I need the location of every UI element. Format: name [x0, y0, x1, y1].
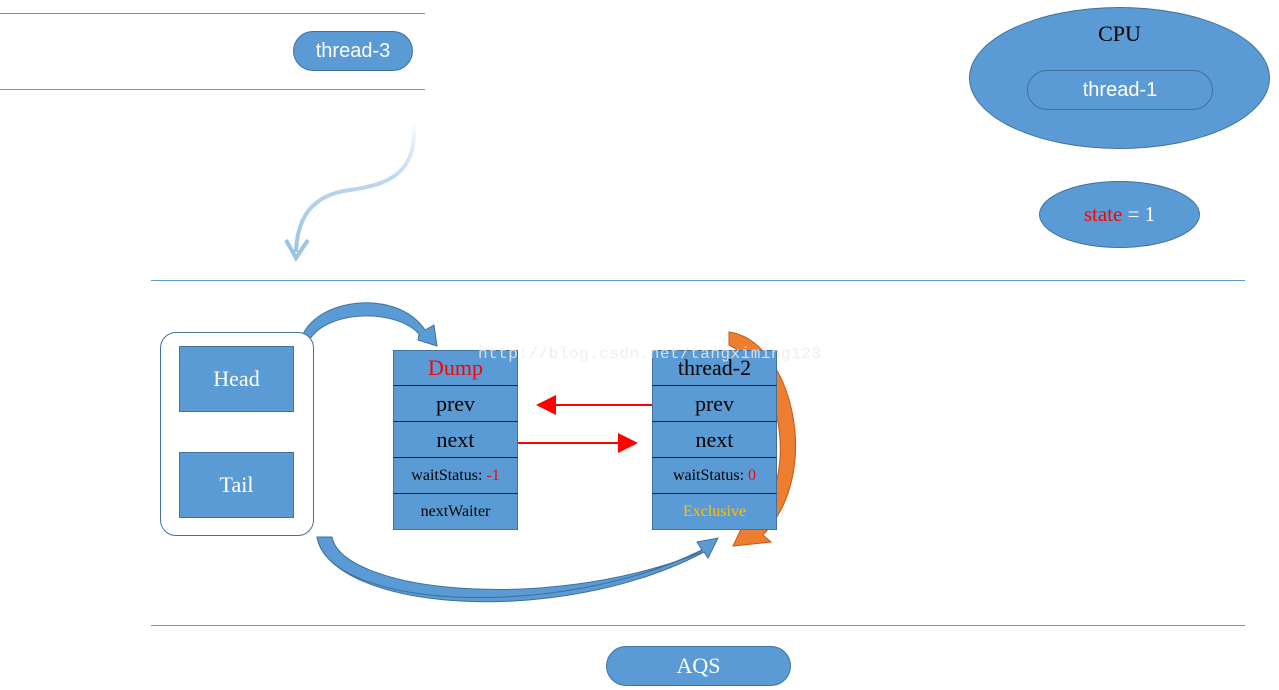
state-ellipse: state = 1 — [1039, 181, 1200, 248]
pool-top-line — [0, 13, 425, 14]
thread-2-next: next — [695, 426, 734, 452]
thread-2-waitstatus-cell: waitStatus: 0 — [652, 458, 777, 494]
queue-top-line — [151, 280, 1245, 281]
thread-3-label: thread-3 — [315, 39, 391, 62]
thread-2-next-cell: next — [652, 422, 777, 458]
tail-pointer-box: Tail — [179, 452, 294, 518]
thread-1-pill: thread-1 — [1027, 70, 1213, 110]
thread-2-waitstatus-value: 0 — [748, 466, 757, 484]
pool-bottom-line — [0, 89, 425, 90]
dump-waitstatus-cell: waitStatus: -1 — [393, 458, 518, 494]
thread-2-node: thread-2 prev next waitStatus: 0 Exclusi… — [652, 350, 777, 530]
thread-2-waitstatus-label: waitStatus: — [672, 466, 749, 484]
state-name: state — [1083, 202, 1123, 226]
thread-2-nextwaiter: Exclusive — [682, 502, 747, 520]
head-pointer-box: Head — [179, 346, 294, 412]
state-value: = 1 — [1122, 202, 1156, 226]
thread-2-prev: prev — [694, 390, 735, 416]
cpu-label: CPU — [1098, 21, 1141, 46]
dump-prev: prev — [435, 390, 476, 416]
dump-title-cell: Dump — [393, 350, 518, 386]
tail-label: Tail — [219, 472, 254, 497]
thread-2-nextwaiter-cell: Exclusive — [652, 494, 777, 530]
dump-next: next — [436, 426, 475, 452]
aqs-label: AQS — [676, 653, 721, 678]
thread-2-prev-cell: prev — [652, 386, 777, 422]
dump-waitstatus-value: -1 — [486, 466, 500, 484]
enqueue-arrow — [294, 119, 416, 253]
thread-2-title: thread-2 — [677, 355, 752, 380]
queue-bottom-line — [151, 625, 1245, 626]
dump-nextwaiter-cell: nextWaiter — [393, 494, 518, 530]
dump-next-cell: next — [393, 422, 518, 458]
dump-waitstatus-label: waitStatus: — [411, 466, 487, 484]
aqs-pill: AQS — [606, 646, 791, 686]
head-label: Head — [213, 366, 260, 391]
dump-prev-cell: prev — [393, 386, 518, 422]
head-to-dump-arrow — [299, 302, 438, 347]
thread-1-label: thread-1 — [1082, 78, 1158, 101]
dump-node: Dump prev next waitStatus: -1 nextWaiter — [393, 350, 518, 530]
dump-nextwaiter: nextWaiter — [420, 502, 491, 520]
thread-3-pill: thread-3 — [293, 31, 413, 71]
thread-2-title-cell: thread-2 — [652, 350, 777, 386]
watermark: http://blog.csdn.net/tangximing123 — [478, 345, 822, 363]
dump-title: Dump — [428, 355, 483, 380]
